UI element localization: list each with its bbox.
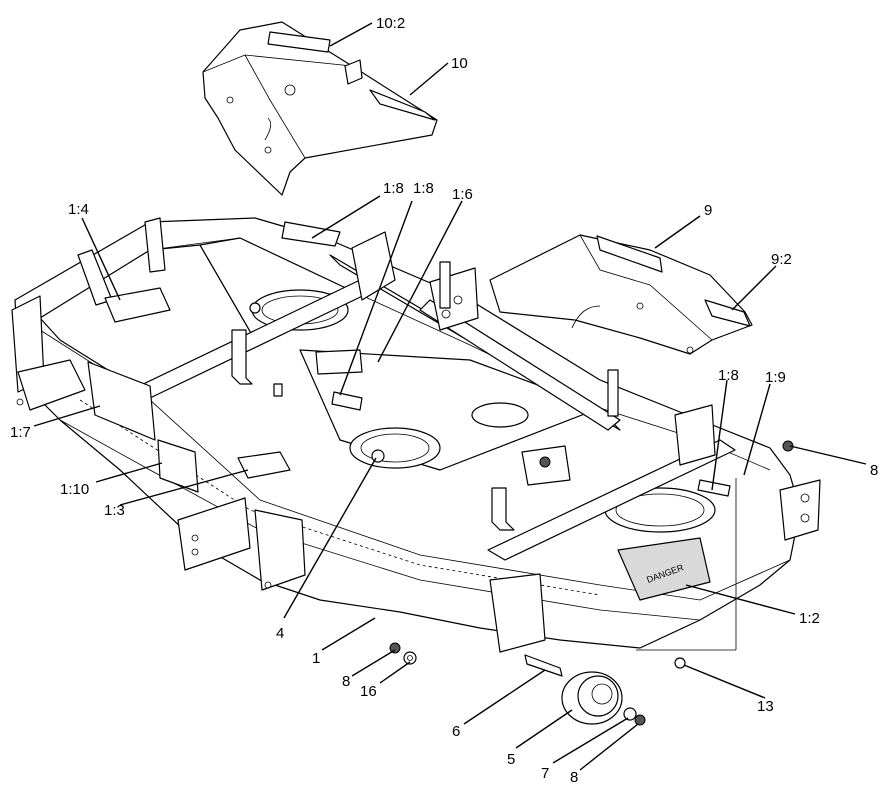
callout-1-8-b: 1:8	[413, 180, 434, 197]
callout-5: 5	[507, 751, 515, 768]
callout-1-4: 1:4	[68, 201, 89, 218]
callout-1-8-a: 1:8	[383, 180, 404, 197]
callout-1-7: 1:7	[10, 424, 31, 441]
callout-6: 6	[452, 723, 460, 740]
leader-lines	[33, 22, 867, 771]
callout-8-a: 8	[870, 462, 878, 479]
callout-1: 1	[312, 650, 320, 667]
callout-1-10: 1:10	[60, 481, 89, 498]
deflector-9	[489, 234, 753, 355]
callout-13: 13	[757, 698, 774, 715]
callout-16: 16	[360, 683, 377, 700]
callout-1-6: 1:6	[452, 186, 473, 203]
callout-8-b: 8	[342, 673, 350, 690]
callout-7: 7	[541, 765, 549, 782]
deflector-10	[202, 21, 438, 196]
callout-1-2: 1:2	[799, 610, 820, 627]
callout-1-9: 1:9	[765, 369, 786, 386]
deck-housing-1	[11, 217, 821, 653]
caster-assembly	[524, 654, 646, 726]
callout-10: 10	[451, 55, 468, 72]
callout-8-c: 8	[570, 769, 578, 786]
callout-1-3: 1:3	[104, 502, 125, 519]
loose-hardware	[389, 440, 794, 669]
callout-1-8-c: 1:8	[718, 367, 739, 384]
callout-labels: 10:2 10 1:8 1:8 1:6 1:4 9 9:2 1:7 1:8 1:…	[10, 15, 878, 786]
callout-10-2: 10:2	[376, 15, 405, 32]
callout-4: 4	[276, 625, 284, 642]
callout-9-2: 9:2	[771, 251, 792, 268]
callout-9: 9	[704, 202, 712, 219]
